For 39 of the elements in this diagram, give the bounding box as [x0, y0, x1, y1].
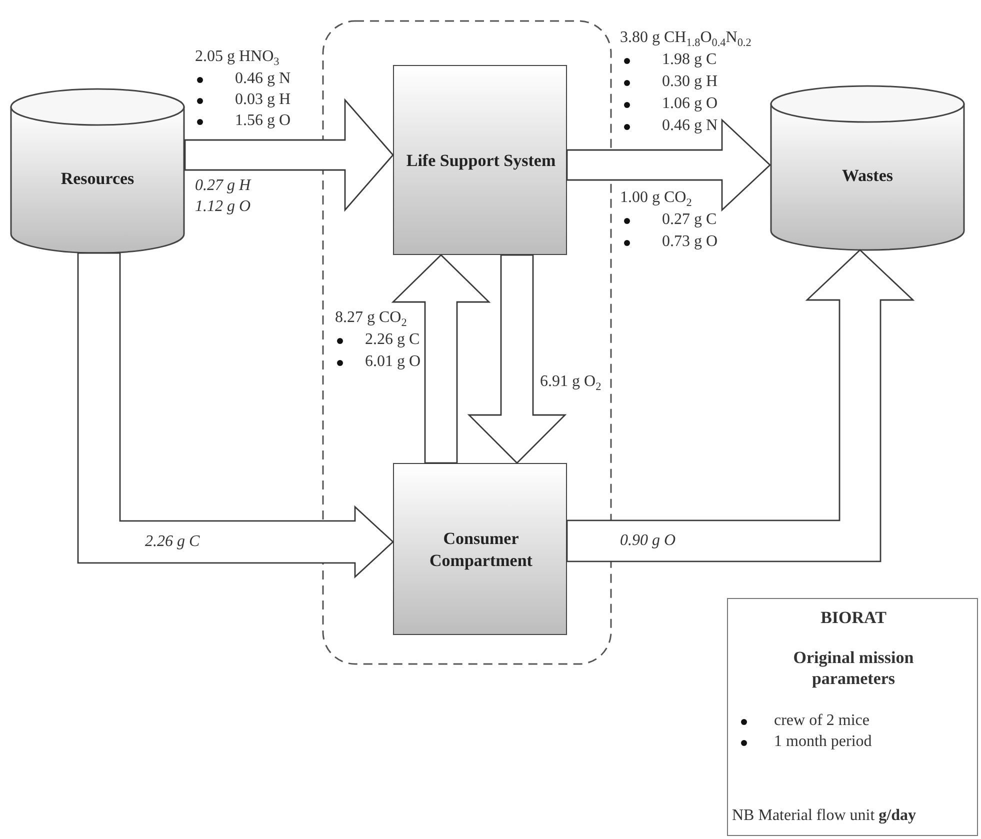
flow-amount-label: 8.27 g CO$_{2}$ — [335, 308, 407, 328]
flow-amount-label: 0.27 g H — [195, 176, 251, 196]
note-text: NB Material flow unit g/day — [732, 806, 916, 826]
block-arrow — [467, 254, 567, 464]
flow-amount-label: 3.80 g CH$_{1.8}$O$_{0.4}$N$_{0.2}$ — [620, 28, 752, 48]
flow-amount-label: 0.46 g N — [235, 69, 291, 89]
flow-amount-label: 2.26 g C — [365, 330, 420, 350]
list-item-text: 1 month period — [774, 732, 872, 752]
info-panel — [727, 598, 978, 836]
flow-amount-label: 0.46 g N — [662, 116, 718, 136]
node-label: Wastes — [841, 164, 894, 186]
flow-amount-label: 6.01 g O — [365, 352, 421, 372]
block-arrow — [566, 249, 915, 562]
block-arrow — [391, 254, 491, 464]
flow-amount-label: 6.91 g O$_{2}$ — [540, 372, 602, 392]
flow-amount-label: 0.30 g H — [662, 72, 718, 92]
flow-amount-label: 0.03 g H — [235, 90, 291, 110]
block-arrow — [184, 98, 394, 212]
flow-amount-label: 1.56 g O — [235, 111, 291, 131]
block-arrow — [566, 118, 772, 212]
process-box — [393, 463, 567, 635]
panel-heading: Original mission parameters — [792, 647, 915, 689]
list-item-text: crew of 2 mice — [774, 711, 870, 731]
flow-amount-label: 1.00 g CO$_{2}$ — [620, 188, 692, 208]
flow-amount-label: 1.06 g O — [662, 94, 718, 114]
flow-amount-label: 0.27 g C — [662, 210, 717, 230]
panel-title: BIORAT — [820, 607, 888, 628]
node-label: Life Support System — [405, 150, 557, 172]
flow-amount-label: 0.73 g O — [662, 232, 718, 252]
node-label: Consumer Compartment — [428, 528, 534, 572]
flow-amount-label: 1.98 g C — [662, 50, 717, 70]
flow-amount-label: 1.12 g O — [195, 197, 251, 217]
dashed-boundary — [322, 20, 612, 665]
flow-amount-label: 2.26 g C — [145, 532, 200, 552]
block-arrow — [77, 252, 394, 578]
flow-amount-label: 0.90 g O — [620, 531, 676, 551]
node-label: Resources — [60, 168, 136, 190]
flow-amount-label: 2.05 g HNO$_{3}$ — [195, 47, 280, 67]
process-box — [393, 65, 567, 255]
